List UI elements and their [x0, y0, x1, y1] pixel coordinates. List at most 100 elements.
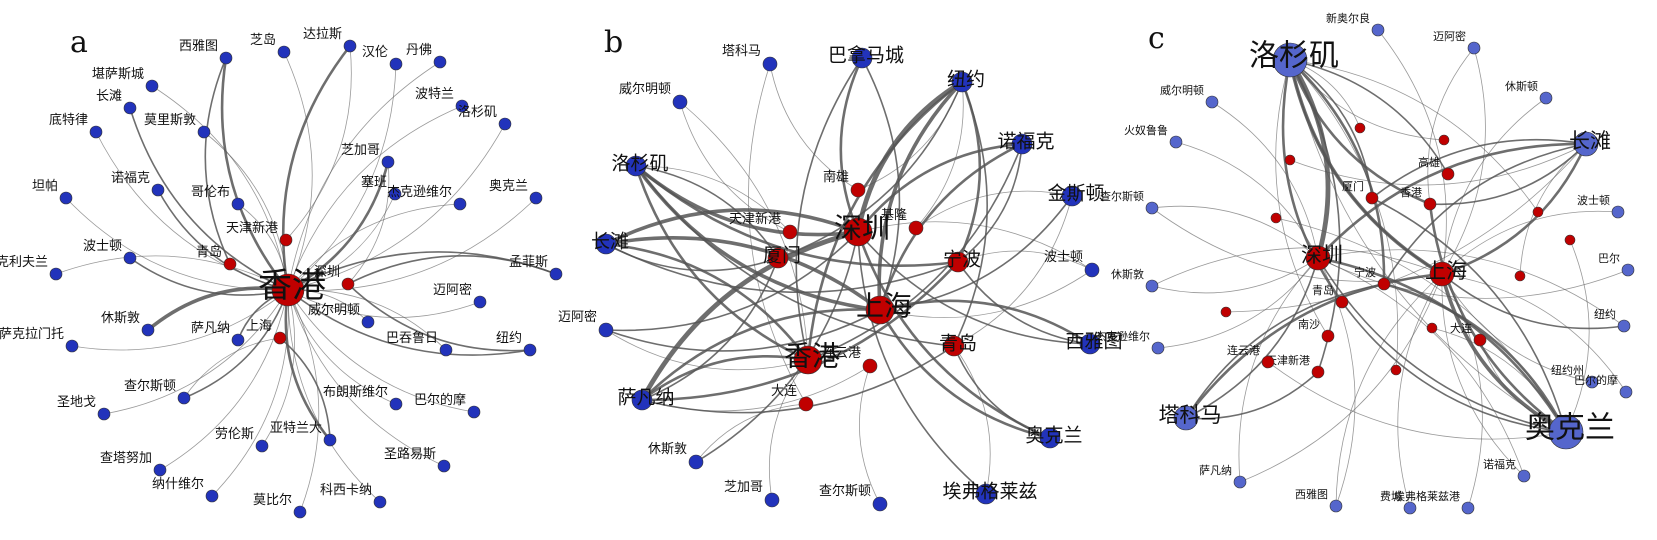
- panel-c-letter: c: [1148, 21, 1165, 56]
- edge-香港-迈阿密: [287, 289, 481, 318]
- node-布朗斯维尔: [389, 397, 403, 411]
- node-label: 萨凡纳: [1199, 464, 1232, 477]
- node-label: 连云港: [822, 345, 861, 361]
- node-休斯敦: [141, 323, 155, 337]
- edge-香港-芝加哥: [768, 359, 809, 501]
- edge-香港-巴尔的摩: [287, 289, 475, 413]
- edge-连云港-查尔斯顿: [859, 365, 881, 505]
- node-芝加哥: [764, 492, 780, 508]
- node-纳什维尔: [205, 489, 219, 503]
- edge-威尔明顿-深圳: [1211, 101, 1319, 259]
- node-西雅图: [1329, 499, 1343, 513]
- edge-香港-汉伦: [287, 63, 397, 291]
- edge-c3-长滩: [1289, 143, 1587, 186]
- node-label: 厦门: [1342, 179, 1364, 193]
- edge-c7-长滩: [1225, 143, 1587, 313]
- node-亚特兰大: [323, 433, 337, 447]
- edge-宁波-诺福克: [957, 143, 1023, 263]
- node-克利夫兰: [49, 267, 63, 281]
- edge-深圳-孟菲斯: [347, 255, 557, 285]
- edge-洛杉矶-宁波: [1288, 58, 1386, 286]
- panel-b-letter: b: [604, 25, 623, 60]
- node-label: 克利夫兰: [0, 255, 48, 270]
- node-香港: [1423, 197, 1437, 211]
- node-c5: [1532, 206, 1544, 218]
- edge-新奥尔良-上海: [1377, 29, 1447, 275]
- node-底特律: [89, 125, 103, 139]
- edge-香港-塞班: [287, 193, 396, 291]
- node-label: 高雄: [1418, 155, 1440, 169]
- edge-香港-达拉斯: [281, 44, 352, 292]
- node-label: 大连: [771, 383, 797, 399]
- edge-洛杉矶-奥克兰: [1289, 59, 1567, 433]
- edge-奥克兰-上海: [1440, 272, 1568, 434]
- node-c3: [1284, 154, 1296, 166]
- edge-西雅图-深圳: [1317, 257, 1356, 507]
- edge-休斯敦-上海: [1151, 247, 1443, 287]
- edge-巴尔的摩-上海: [1441, 273, 1627, 393]
- node-label: 查尔斯顿: [124, 379, 176, 394]
- node-label: 香港: [784, 340, 840, 373]
- node-label: 巴尔的摩: [1574, 373, 1618, 387]
- node-南沙: [1321, 329, 1335, 343]
- edge-洛杉矶-高雄: [1289, 59, 1449, 175]
- node-长滩: [595, 233, 617, 255]
- node-label: 巴拿马城: [828, 44, 904, 67]
- node-label: 坦帕: [32, 179, 58, 194]
- node-查尔斯顿: [872, 496, 888, 512]
- node-label: 圣地戈: [57, 395, 96, 410]
- edge-香港-科西卡纳: [287, 289, 381, 503]
- edge-香港-纽约: [287, 289, 531, 356]
- node-label: 香港: [258, 266, 326, 306]
- edge-深圳-巴拿马城: [839, 56, 864, 234]
- edge-香港-洛杉矶: [287, 123, 506, 291]
- node-label: 奥克兰: [489, 179, 528, 194]
- edge-青岛-奥克兰: [953, 345, 1051, 439]
- node-label: 波特兰: [415, 87, 454, 102]
- edge-香港-迈阿密: [605, 329, 809, 371]
- edge-香港-奥克兰: [287, 197, 537, 292]
- edge-塔科马-深圳: [1185, 257, 1319, 419]
- edge-费城-上海: [1397, 273, 1443, 509]
- node-label: 上海: [246, 319, 272, 334]
- node-查尔斯顿: [177, 391, 191, 405]
- node-label: 莫比尔: [253, 493, 292, 508]
- node-label: 诺福克: [997, 131, 1054, 153]
- node-波士顿: [123, 251, 137, 265]
- edge-香港-杰克逊维尔: [287, 203, 461, 291]
- panel-c-nodes: 洛杉矶长滩奥克兰新奥尔良迈阿密威尔明顿休斯顿火奴鲁鲁查尔斯顿波士顿休斯敦杰克逊维…: [1095, 11, 1635, 515]
- edge-迈阿密-上海: [1441, 47, 1486, 275]
- panel-a-letter: a: [70, 25, 88, 60]
- node-费城: [1403, 501, 1417, 515]
- node-label: 劳伦斯: [215, 426, 254, 442]
- node-label: 巴尔: [1598, 252, 1620, 265]
- node-杰克逊维尔: [1151, 341, 1165, 355]
- node-纽约: [1617, 319, 1631, 333]
- node-label: 洛杉矶: [458, 105, 497, 120]
- node-奥克兰: [1039, 427, 1061, 449]
- node-金斯顿: [1061, 185, 1083, 207]
- node-label: 达拉斯: [303, 27, 342, 42]
- node-莫比尔: [293, 505, 307, 519]
- edge-查尔斯顿-上海: [1151, 207, 1443, 282]
- node-南雄: [850, 182, 866, 198]
- edge-诺福克-上海: [1441, 273, 1525, 477]
- node-label: 汉伦: [362, 45, 388, 60]
- node-洛杉矶: [625, 155, 647, 177]
- node-label: 天津新港: [226, 220, 278, 236]
- panel-c: c 洛杉矶长滩奥克兰新奥尔良迈阿密威尔明顿休斯顿火奴鲁鲁查尔斯顿波士顿休斯敦杰克…: [1095, 11, 1635, 515]
- node-天津新港: [782, 224, 798, 240]
- node-label: 南沙: [1298, 318, 1320, 331]
- node-迈阿密: [1467, 41, 1481, 55]
- node-label: 洛杉矶: [1249, 38, 1339, 73]
- panel-a-edges: [55, 44, 557, 513]
- edge-厦门-洛杉矶: [635, 165, 779, 259]
- node-萨凡纳: [631, 389, 653, 411]
- node-label: 波士顿: [1044, 250, 1083, 265]
- edge-休斯顿-上海: [1441, 97, 1547, 275]
- edge-青岛-洛杉矶: [635, 165, 955, 347]
- edge-c6-奥克兰: [1565, 239, 1590, 433]
- edge-上海-波士顿: [879, 269, 1093, 318]
- edge-深圳-芝加哥: [347, 161, 390, 285]
- node-label: 休斯顿: [1505, 79, 1538, 93]
